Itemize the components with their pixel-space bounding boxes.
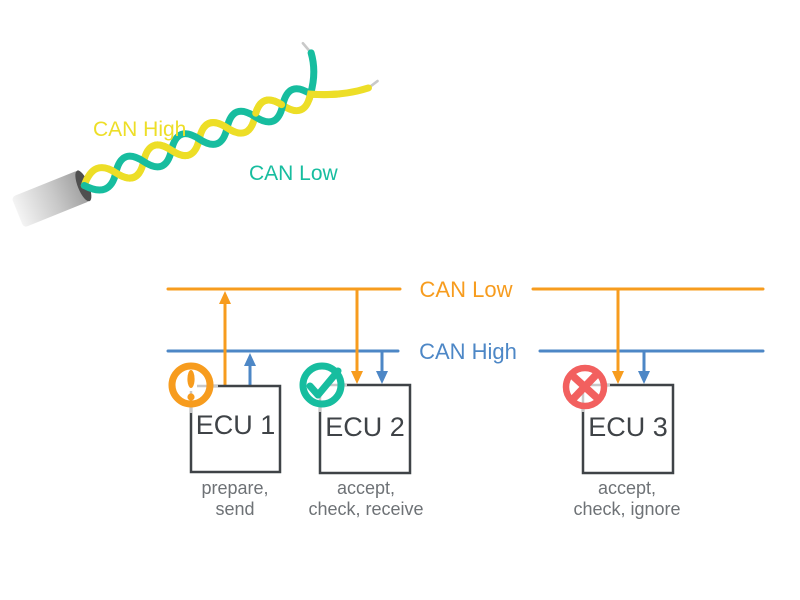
ecu3-can-low-arrow-down-icon: [612, 371, 624, 384]
ecu2-node: ECU 2 accept, check, receive: [299, 362, 424, 519]
ecu1-caption-line2: send: [215, 499, 254, 519]
ecu3-caption-line2: check, ignore: [573, 499, 680, 519]
ecu1-can-high-arrow-up-icon: [244, 353, 256, 366]
can-high-wire-overlay: [80, 84, 372, 189]
cable-sleeve: [12, 171, 90, 227]
checkmark: [306, 367, 342, 399]
cable-can-low-label: CAN Low: [249, 162, 339, 185]
ecu1-name: ECU 1: [196, 410, 276, 440]
ecu3-name: ECU 3: [588, 412, 668, 442]
x-mark: [570, 372, 600, 402]
ecu3-node: ECU 3 accept, check, ignore: [562, 364, 681, 519]
exclamation-bar: [187, 370, 195, 388]
ecu2-can-high-arrow-down-icon: [376, 371, 388, 384]
exclamation-dot: [187, 393, 195, 401]
ecu1-caption-line1: prepare,: [201, 478, 268, 498]
ecu1-can-low-arrow-up-icon: [219, 291, 231, 304]
ecu2-caption-line1: accept,: [337, 478, 395, 498]
ecu2-caption-line2: check, receive: [308, 499, 423, 519]
can-low-wire: [80, 49, 318, 194]
ecu2-name: ECU 2: [325, 412, 405, 442]
ecu1-node: ECU 1 prepare, send: [168, 362, 282, 519]
bus-can-high-label: CAN High: [419, 339, 517, 364]
check-icon: [299, 362, 347, 412]
warning-icon: [168, 362, 218, 413]
cross-icon: [562, 364, 610, 412]
bus-schematic: CAN Low CAN High ECU 1: [166, 277, 765, 519]
ecu3-caption-line1: accept,: [598, 478, 656, 498]
ecu3-can-high-arrow-down-icon: [638, 371, 650, 384]
cable-can-high-label: CAN High: [93, 118, 186, 141]
bus-can-low-label: CAN Low: [420, 277, 513, 302]
ecu2-can-low-arrow-down-icon: [351, 371, 363, 384]
twisted-pair-cable: CAN High CAN Low: [12, 41, 379, 227]
